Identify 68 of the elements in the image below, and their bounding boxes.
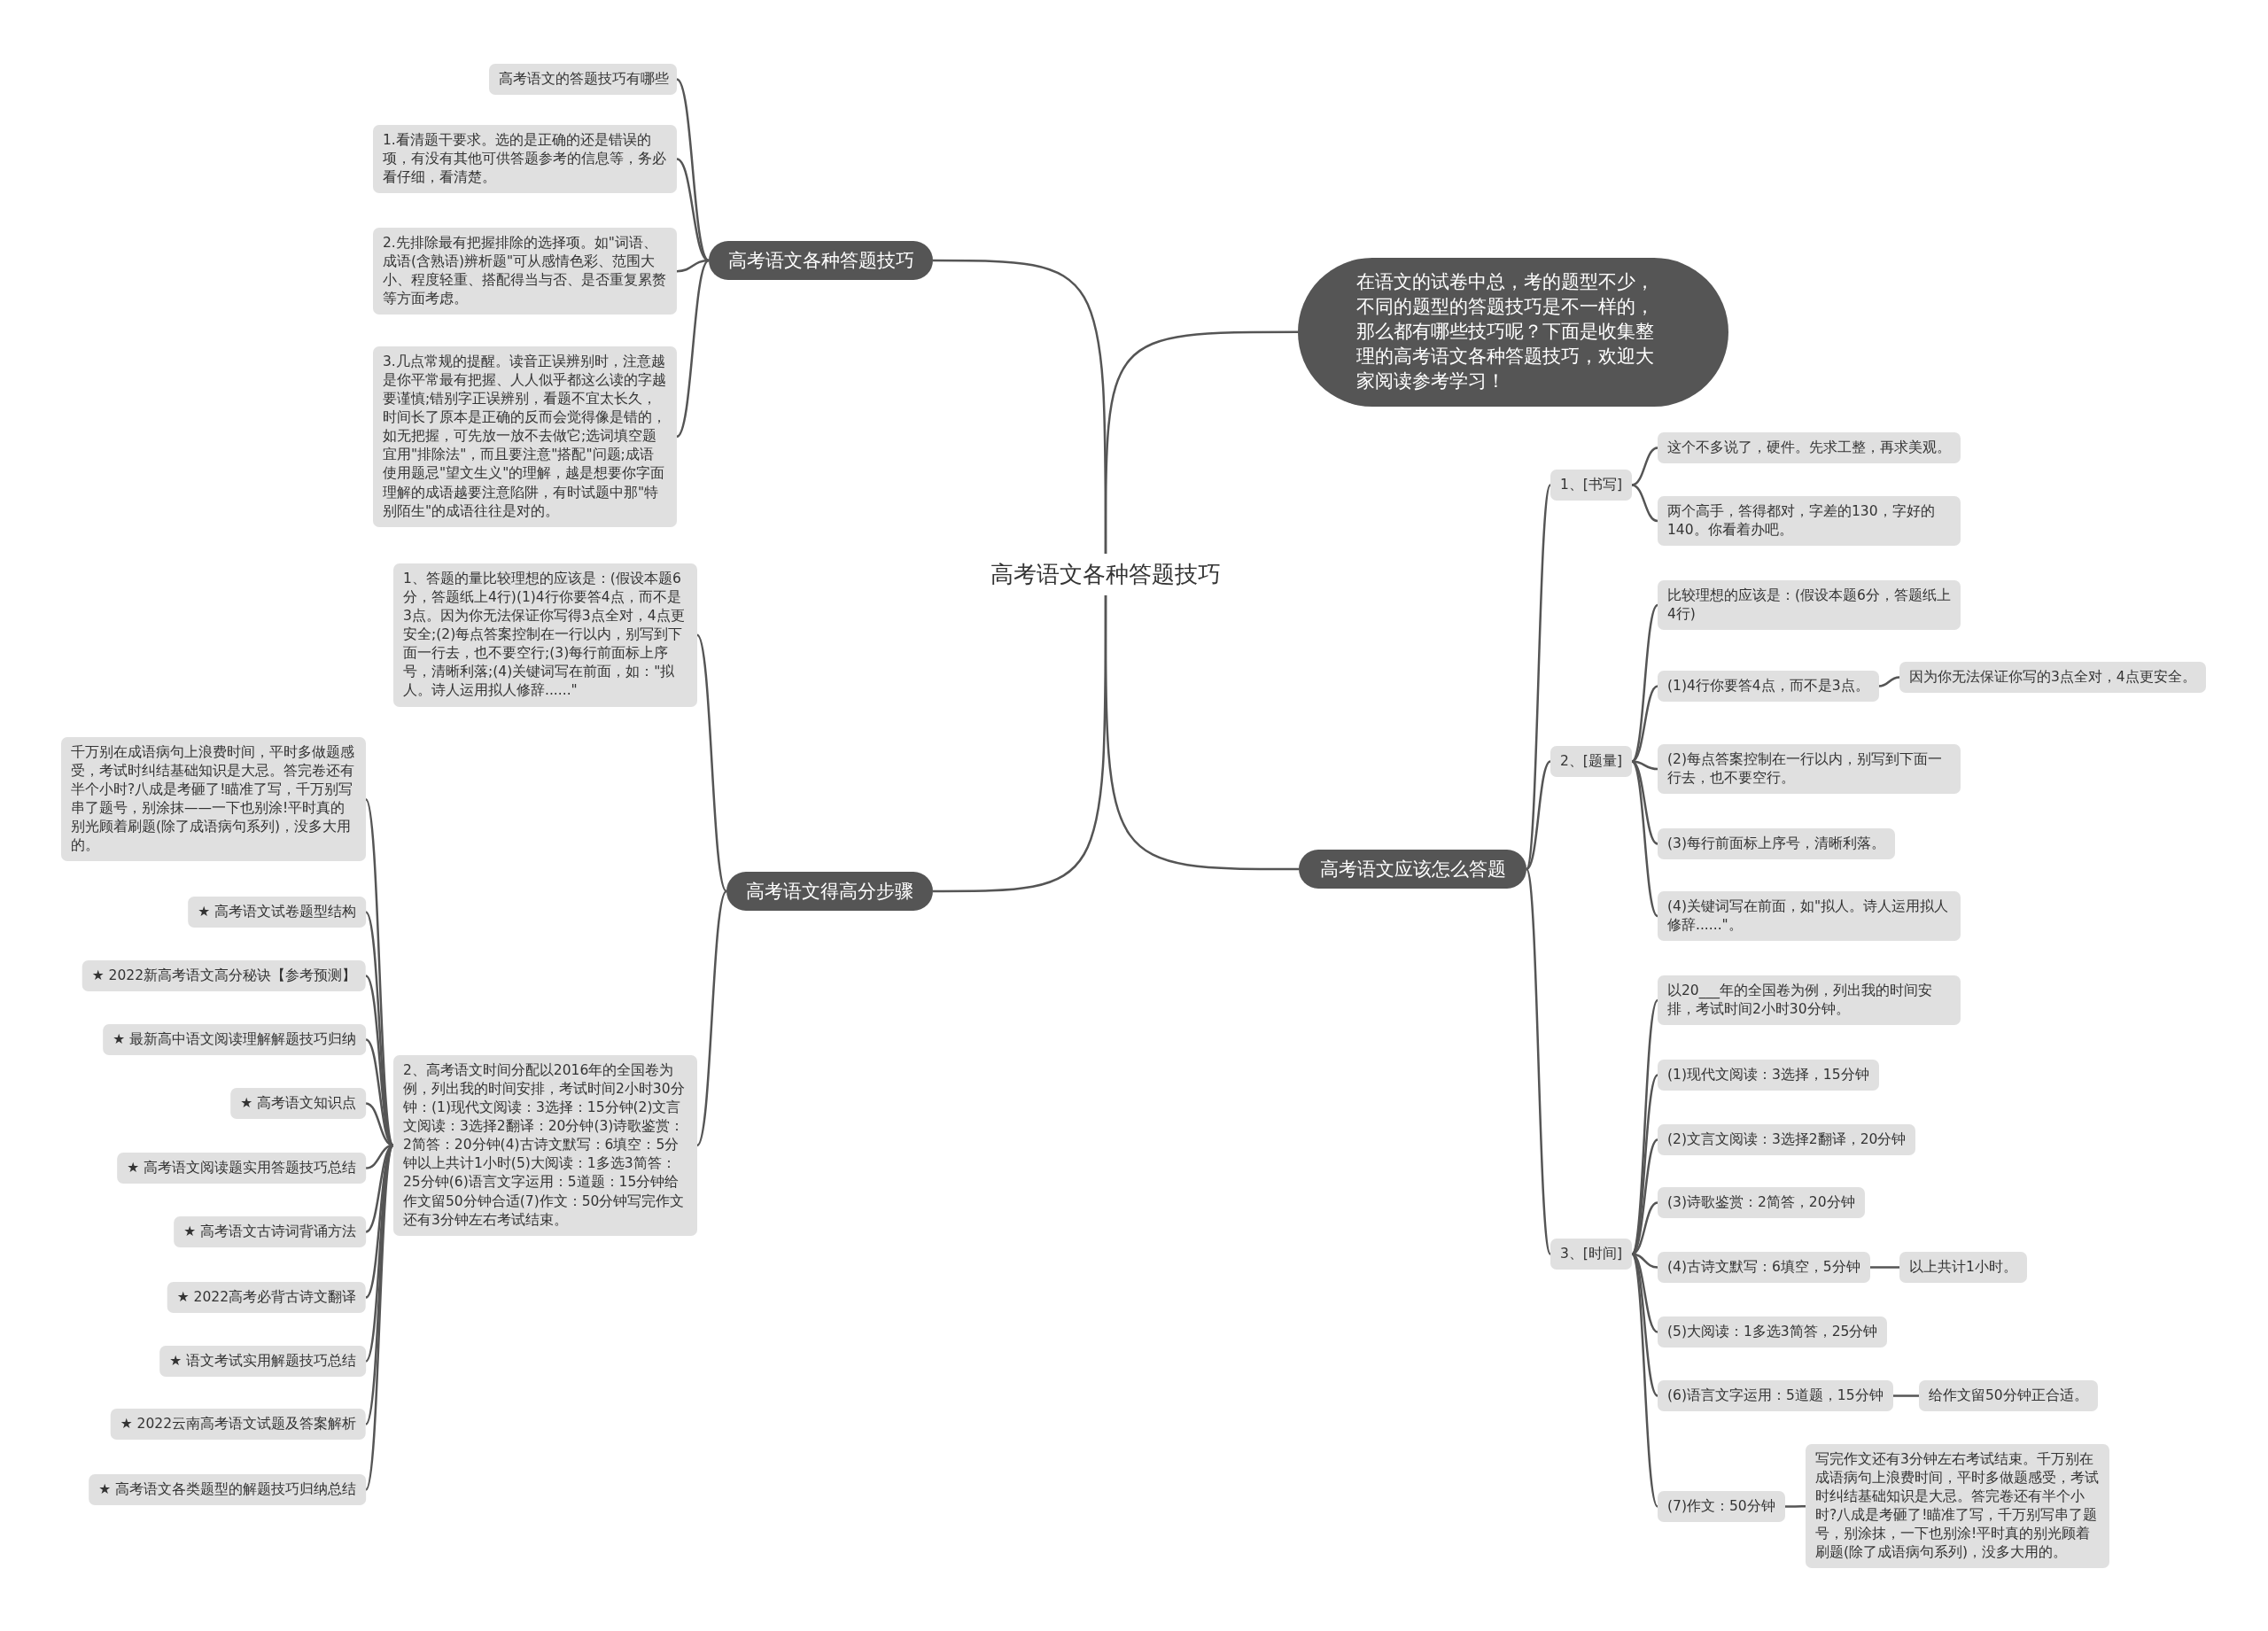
topic-box: 2.先排除最有把握排除的选择项。如"词语、成语(含熟语)辨析题"可从感情色彩、范围大小、程度轻重、搭配得当与否、是否重复累赘等方面考虑。 xyxy=(373,228,677,315)
connector-line xyxy=(1104,330,1298,554)
connector-line xyxy=(364,911,395,1146)
topic-box: (4)古诗文默写：6填空，5分钟 xyxy=(1658,1252,1870,1284)
connector-line xyxy=(1526,760,1551,870)
topic-box: ★ 高考语文各类题型的解题技巧归纳总结 xyxy=(89,1474,366,1506)
connector-line xyxy=(364,1145,395,1425)
topic-box: ★ 高考语文试卷题型结构 xyxy=(188,897,366,928)
topic-box: 1、答题的量比较理想的应该是：(假设本题6分，答题纸上4行)(1)4行你要答4点，而不是3点。因为你无法保证你写得3点全对，4点更安全;(2)每点答案控制在一行以内，别写到下面一行去，也不要空行;(3)每行前面标上序号，清晰利落;(4)关键词写在前面，如："拟人。诗人运用拟人修辞......" xyxy=(393,563,697,707)
topic-box: 1.看清题干要求。选的是正确的还是错误的项，有没有其他可供答题参考的信息等，务必看仔细，看清楚。 xyxy=(373,125,677,194)
topic-box: 3.几点常规的提醒。读音正误辨别时，注意越是你平常最有把握、人人似乎都这么读的字越要谨慎;错别字正误辨别，看题不宜太长久，时间长了原本是正确的反而会觉得像是错的，如无把握，可先放一放不去做它;选词填空题宜用"排除法"，而且要注意"搭配"问题;成语使用题忌"望文生义"的理解，越是想要你字面理解的成语越要注意陷阱，有时试题中那"特别陌生"的成语往往是对的。 xyxy=(373,346,677,527)
topic-box: (2)文言文阅读：3选择2翻译，20分钟 xyxy=(1658,1124,1916,1156)
connector-line xyxy=(1631,760,1658,917)
connector-line xyxy=(1784,1505,1806,1508)
topic-box: ★ 语文考试实用解题技巧总结 xyxy=(159,1346,366,1378)
topic-box: 1、[书写] xyxy=(1550,470,1632,501)
topic-box: (6)语言文字运用：5道题，15分钟 xyxy=(1658,1380,1893,1412)
connector-line xyxy=(1631,484,1658,523)
connector-line xyxy=(695,890,728,1146)
connector-line xyxy=(1104,595,1299,871)
topic-box: 比较理想的应该是：(假设本题6分，答题纸上4行) xyxy=(1658,580,1961,631)
topic-box: 这个不多说了，硬件。先求工整，再求美观。 xyxy=(1658,432,1961,464)
branch-topic: 高考语文各种答题技巧 xyxy=(709,241,933,280)
connector-line xyxy=(1631,760,1658,845)
connector-line xyxy=(1631,604,1658,763)
topic-box: 高考语文的答题技巧有哪些 xyxy=(489,64,677,96)
connector-line xyxy=(1525,485,1552,870)
topic-box: (7)作文：50分钟 xyxy=(1658,1491,1785,1523)
branch-topic: 高考语文应该怎么答题 xyxy=(1299,850,1526,889)
topic-box: 写完作文还有3分钟左右考试结束。千万别在成语病句上浪费时间，平时多做题感受，考试时纠结基础知识是大忌。答完卷还有半个小时?八成是考砸了!瞄准了写，千万别写串了题号，别涂抹，一下也别涂!平时真的别光顾着刷题(除了成语病句系列)，没多大用的。 xyxy=(1806,1444,2109,1569)
topic-box: 两个高手，答得都对，字差的130，字好的140。你看着办吧。 xyxy=(1658,496,1961,547)
topic-box: 2、[题量] xyxy=(1550,746,1632,778)
topic-box: (1)现代文阅读：3选择，15分钟 xyxy=(1658,1060,1879,1091)
connector-line xyxy=(1869,1266,1899,1269)
topic-box: 千万别在成语病句上浪费时间，平时多做题感受，考试时纠结基础知识是大忌。答完卷还有半个小时?八成是考砸了!瞄准了写，千万别写串了题号，别涂抹——一下也别涂!平时真的别光顾着刷题(除了成语病句系列)，没多大用的。 xyxy=(61,737,366,862)
topic-box: ★ 2022高考必背古诗文翻译 xyxy=(167,1282,366,1314)
connector-line xyxy=(364,1145,395,1491)
topic-box: ★ 2022新高考语文高分秘诀【参考预测】 xyxy=(82,960,366,992)
branch-topic: 高考语文得高分步骤 xyxy=(726,872,933,911)
topic-box: ★ 高考语文古诗词背诵方法 xyxy=(174,1216,366,1248)
topic-box: (5)大阅读：1多选3简答，25分钟 xyxy=(1658,1316,1888,1348)
connector-line xyxy=(676,78,710,261)
topic-box: 以上共计1小时。 xyxy=(1899,1252,2027,1284)
topic-box: ★ 最新高中语文阅读理解解题技巧归纳 xyxy=(103,1024,366,1056)
connector-line xyxy=(676,260,710,438)
topic-box: ★ 高考语文知识点 xyxy=(230,1088,366,1120)
topic-box: 给作文留50分钟正合适。 xyxy=(1919,1380,2098,1412)
connector-line xyxy=(676,158,710,262)
connector-line xyxy=(1892,1394,1919,1397)
connector-line xyxy=(1525,868,1552,1254)
topic-box: ★ 2022云南高考语文试题及答案解析 xyxy=(110,1409,366,1441)
connector-line xyxy=(1630,1253,1659,1508)
topic-box: 2、高考语文时间分配以2016年的全国卷为例，列出我的时间安排，考试时间2小时30分钟：(1)现代文阅读：3选择：15分钟(2)文言文阅读：3选择2翻译：20分钟(3)诗歌鉴赏：2简答：20分钟(4)古诗文默写：6填空：5分钟以上共计1小时(5)大阅读：1多选3简答：25分钟(6)语言文字运用：5道题：15分钟给作文留50分钟合适(7)作文：50分钟写完作文还有3分钟左右考试结束。 xyxy=(393,1055,697,1236)
connector-line xyxy=(1631,447,1658,486)
topic-box: ★ 高考语文阅读题实用答题技巧总结 xyxy=(117,1153,366,1184)
topic-box: (1)4行你要答4点，而不是3点。 xyxy=(1658,671,1879,703)
topic-box: (2)每点答案控制在一行以内，别写到下面一行去，也不要空行。 xyxy=(1658,744,1961,795)
intro-bubble: 在语文的试卷中总，考的题型不少，不同的题型的答题技巧是不一样的，那么都有哪些技巧呢？下面是收集整理的高考语文各种答题技巧，欢迎大家阅读参考学习！ xyxy=(1298,258,1728,407)
topic-box: (4)关键词写在前面，如"拟人。诗人运用拟人修辞......"。 xyxy=(1658,891,1961,942)
topic-box: (3)诗歌鉴赏：2简答，20分钟 xyxy=(1658,1187,1865,1219)
central-topic: 高考语文各种答题技巧 xyxy=(983,554,1228,595)
topic-box: 以20___年的全国卷为例，列出我的时间安排，考试时间2小时30分钟。 xyxy=(1658,975,1961,1026)
topic-box: 3、[时间] xyxy=(1550,1239,1632,1270)
topic-box: (3)每行前面标上序号，清晰利落。 xyxy=(1658,828,1895,860)
connector-line xyxy=(695,634,728,892)
topic-box: 因为你无法保证你写的3点全对，4点更安全。 xyxy=(1899,662,2206,694)
connector-line xyxy=(676,259,710,273)
connector-line xyxy=(1878,676,1900,687)
